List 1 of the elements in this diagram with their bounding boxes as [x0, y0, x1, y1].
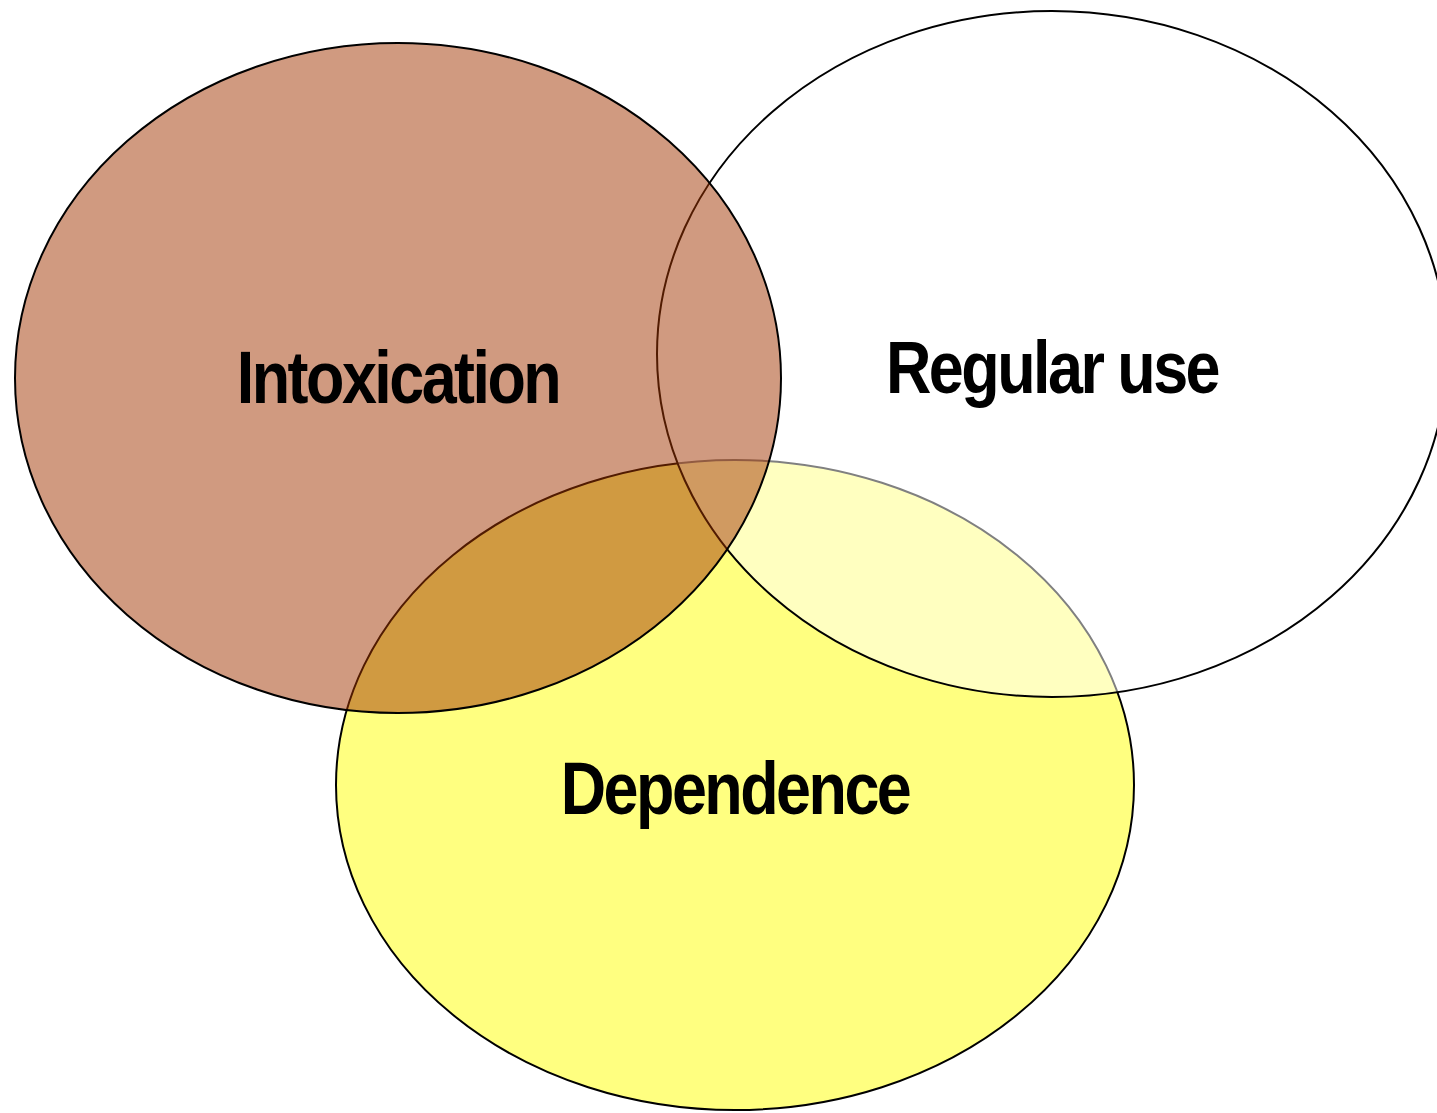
circle-label: Intoxication [236, 341, 560, 415]
